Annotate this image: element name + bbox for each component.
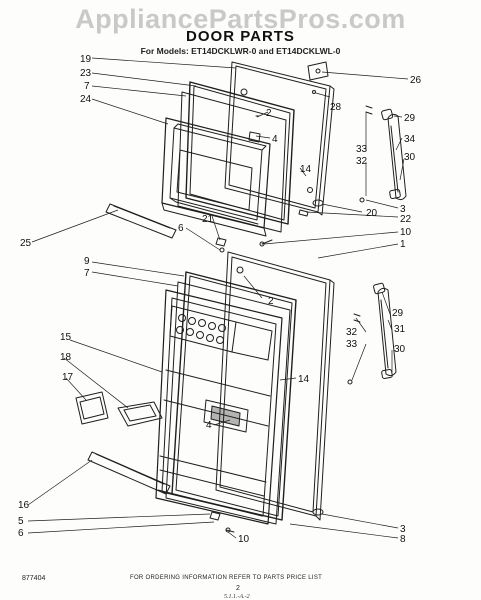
callout-19: 19 — [80, 54, 92, 65]
callout-34: 34 — [404, 134, 416, 145]
callout-6-upper: 6 — [178, 223, 184, 234]
callout-28: 28 — [330, 102, 342, 113]
callout-1: 1 — [400, 239, 406, 250]
callout-31: 31 — [394, 324, 406, 335]
callout-10-lower: 10 — [238, 534, 250, 545]
callout-22: 22 — [400, 214, 412, 225]
callout-14-upper: 14 — [300, 164, 312, 175]
callout-16: 16 — [18, 500, 30, 511]
butter-bin — [117, 401, 163, 427]
callout-4-upper: 4 — [272, 134, 278, 145]
refrigerator-handle — [373, 282, 397, 379]
callout-10-upper: 10 — [400, 227, 412, 238]
page-reference: 5.1.1.-A.-2 — [224, 594, 250, 600]
callout-21: 21 — [202, 214, 214, 225]
callout-30-lower: 30 — [394, 344, 406, 355]
callout-15: 15 — [60, 332, 72, 343]
page-number: 2 — [236, 585, 240, 592]
top-hinge — [307, 61, 329, 81]
callout-5: 5 — [18, 516, 24, 527]
callout-29-lower: 29 — [392, 308, 404, 319]
callout-17: 17 — [62, 372, 74, 383]
callout-3-upper: 3 — [400, 204, 406, 215]
callout-25: 25 — [20, 238, 32, 249]
callout-33-upper: 33 — [356, 144, 368, 155]
callout-23: 23 — [80, 68, 92, 79]
watermark-text: AppliancePartsPros.com — [75, 4, 406, 34]
callout-8: 8 — [400, 534, 406, 545]
callout-3-lower: 3 — [400, 524, 406, 535]
diagram-title: DOOR PARTS — [186, 28, 295, 45]
refrigerator-shelf-bar — [87, 451, 171, 495]
callout-2-lower: 2 — [268, 296, 274, 307]
models-subtitle: For Models: ET14DCKLWR-0 and ET14DCKLWL-… — [140, 46, 341, 56]
refrigerator-breaker-strip — [165, 281, 291, 525]
freezer-inner-liner — [161, 117, 271, 237]
callout-6-lower: 6 — [18, 528, 24, 539]
callout-7-lower: 7 — [84, 268, 90, 279]
callout-labels: 19 23 7 24 26 28 2 4 29 34 33 32 30 14 3… — [18, 54, 422, 545]
callout-24: 24 — [80, 94, 92, 105]
freezer-shelf-bar — [105, 203, 177, 239]
freezer-hardware — [215, 90, 373, 253]
callout-20: 20 — [366, 208, 378, 219]
dairy-bin — [75, 391, 109, 425]
callout-2-upper: 2 — [266, 108, 272, 119]
freezer-outer-door — [224, 61, 335, 216]
figure-code: 877404 — [22, 575, 46, 582]
freezer-gasket — [185, 81, 295, 225]
callout-29-upper: 29 — [404, 113, 416, 124]
callout-9: 9 — [84, 256, 90, 267]
callout-14-lower: 14 — [298, 374, 310, 385]
callout-32-lower: 32 — [346, 327, 358, 338]
ordering-note: FOR ORDERING INFORMATION REFER TO PARTS … — [130, 575, 323, 581]
callout-18: 18 — [60, 352, 72, 363]
freezer-breaker-strip — [177, 91, 287, 233]
callout-26: 26 — [410, 75, 422, 86]
freezer-handle — [381, 108, 407, 201]
refrigerator-gasket — [171, 271, 297, 521]
callout-33-lower: 33 — [346, 339, 358, 350]
callout-30-upper: 30 — [404, 152, 416, 163]
callout-7-upper: 7 — [84, 81, 90, 92]
callout-32-upper: 32 — [356, 156, 368, 167]
refrigerator-outer-door — [215, 251, 335, 521]
refrigerator-inner-liner — [155, 289, 283, 525]
callout-4-lower: 4 — [206, 420, 212, 431]
